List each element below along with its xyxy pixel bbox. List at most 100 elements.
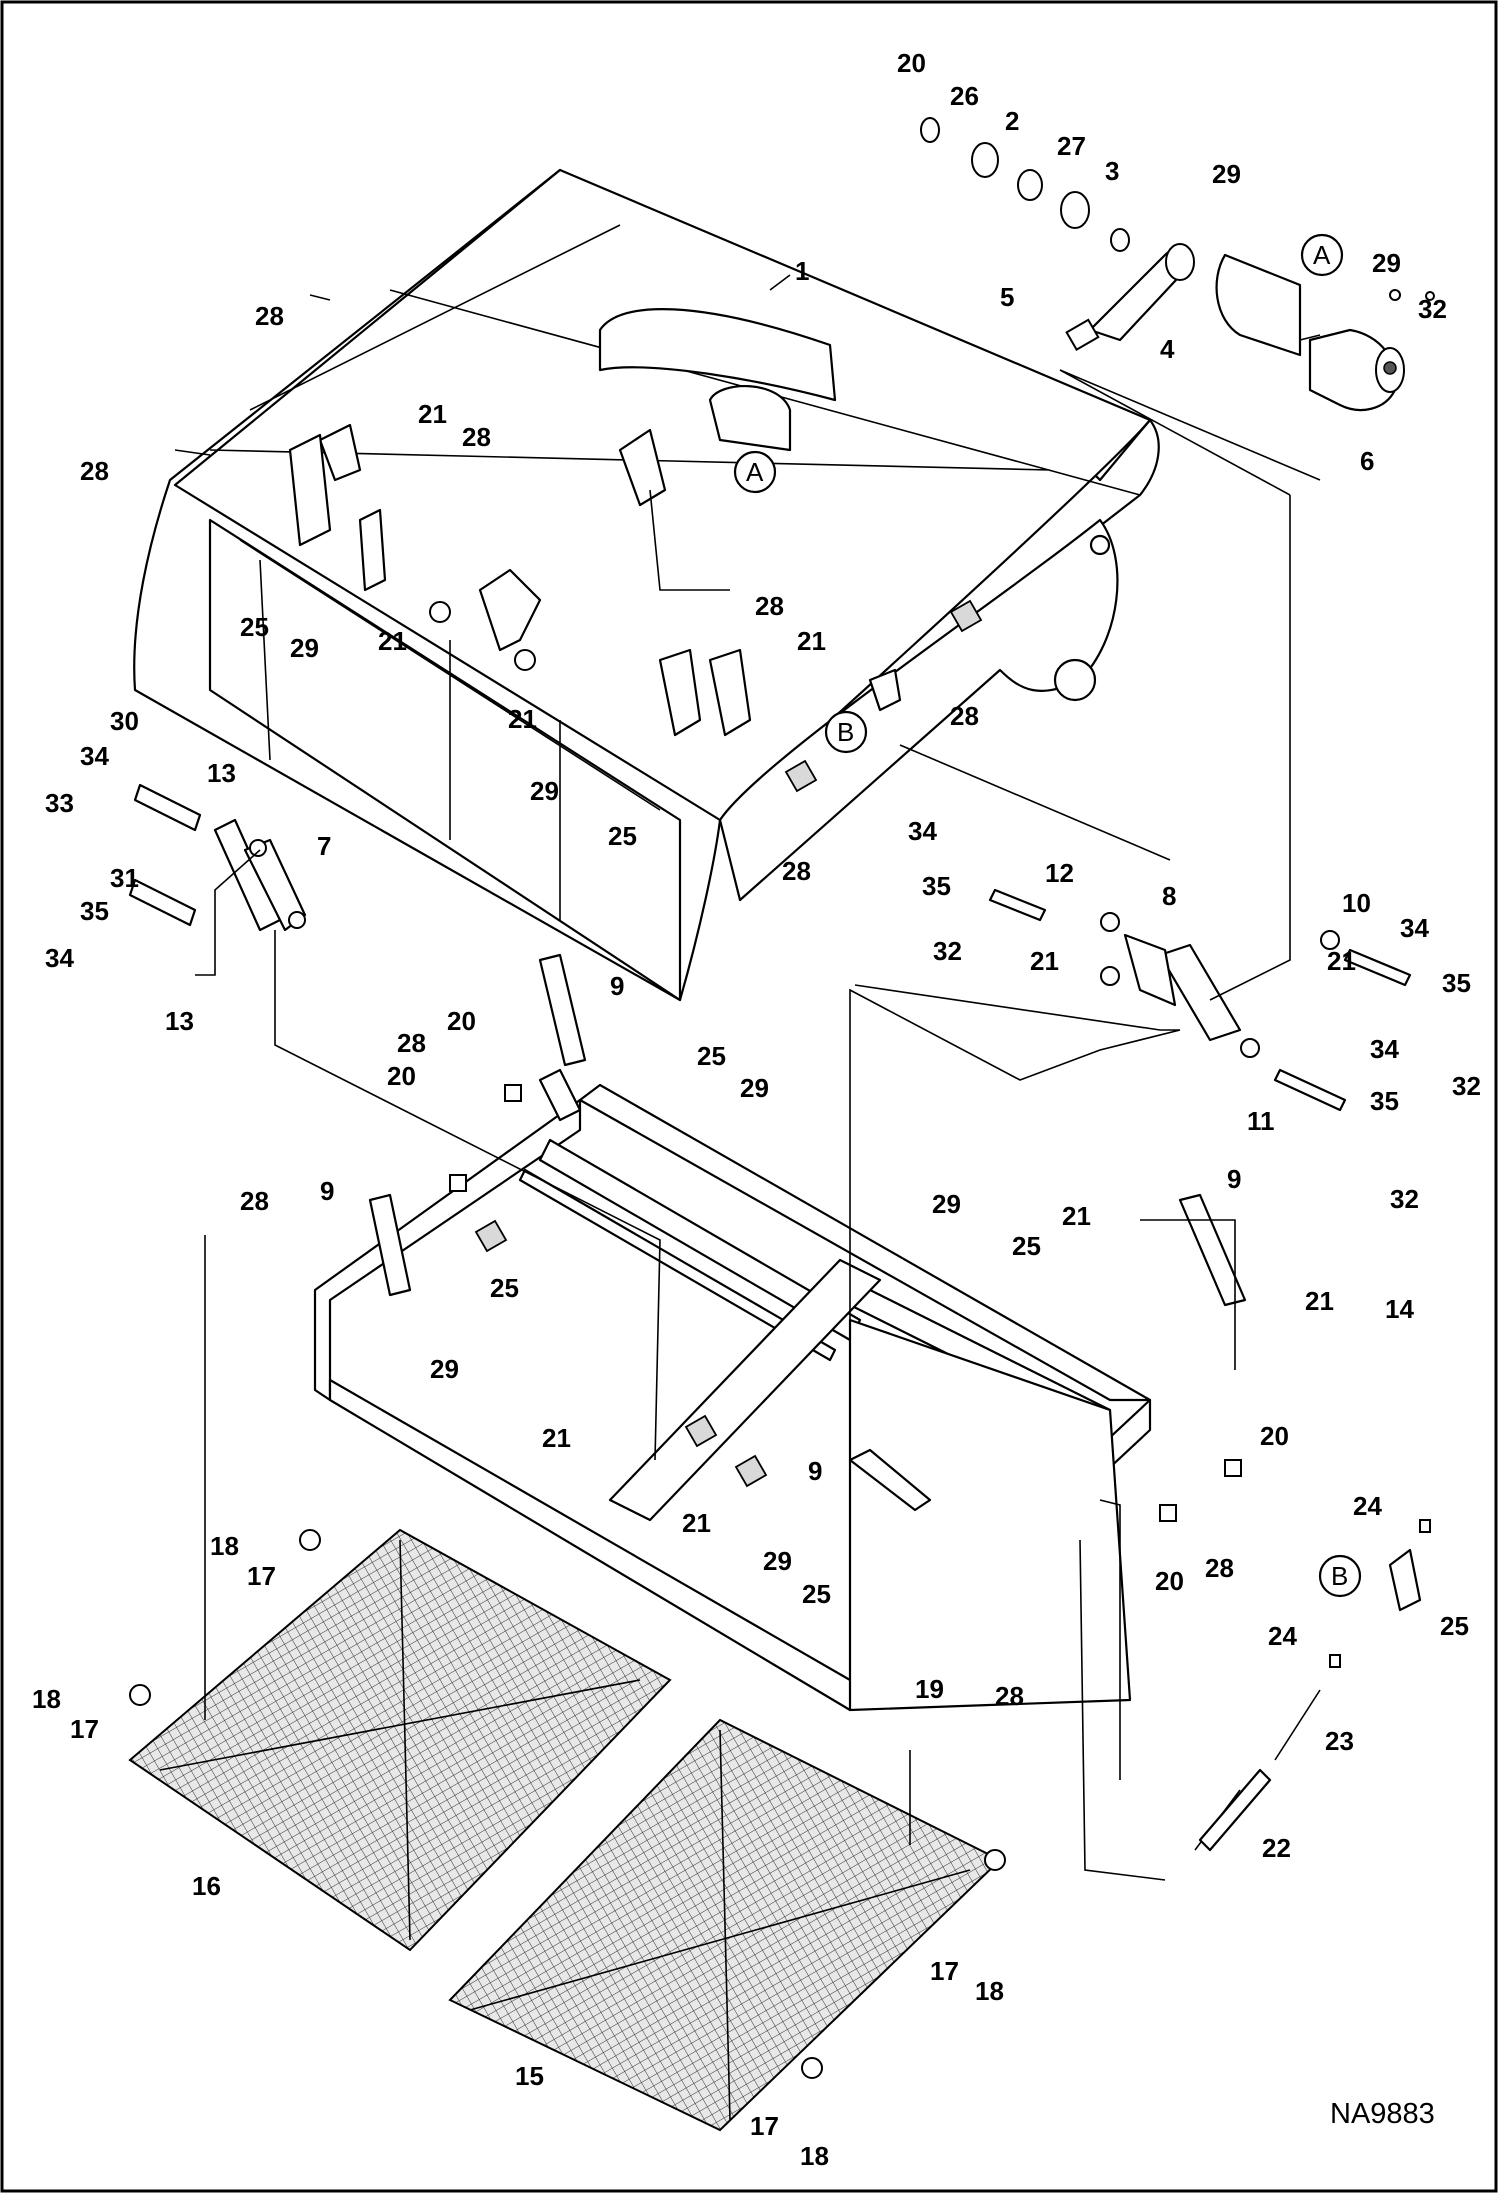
callout-label: 10 (1342, 888, 1371, 918)
callout-label: 3 (1105, 156, 1119, 186)
callout-label: 24 (1353, 1491, 1382, 1521)
callout-label: 21 (508, 704, 537, 734)
callout-label: 20 (1260, 1421, 1289, 1451)
callout-label: 9 (808, 1456, 822, 1486)
callout-label: 13 (165, 1006, 194, 1036)
callout-label: 32 (1452, 1071, 1481, 1101)
callout-label: 34 (1370, 1034, 1399, 1064)
callout-label: 26 (950, 81, 979, 111)
ref-letter-b: B (1331, 1561, 1348, 1591)
callout-label: 23 (1325, 1726, 1354, 1756)
callout-label: 28 (755, 591, 784, 621)
callout-label: 18 (210, 1531, 239, 1561)
ref-letter-a: A (746, 457, 764, 487)
callout-label: 29 (1212, 159, 1241, 189)
callout-label: 34 (1400, 913, 1429, 943)
callout-label: 28 (255, 301, 284, 331)
callout-label: 21 (378, 626, 407, 656)
callout-label: 14 (1385, 1294, 1414, 1324)
callout-label: 21 (542, 1423, 571, 1453)
callout-label: 13 (207, 758, 236, 788)
callout-label: 29 (430, 1354, 459, 1384)
callout-label: 21 (1305, 1286, 1334, 1316)
callout-label: 24 (1268, 1621, 1297, 1651)
callout-label: 28 (80, 456, 109, 486)
callout-label: 35 (80, 896, 109, 926)
callout-label: 22 (1262, 1833, 1291, 1863)
callout-label: 35 (1370, 1086, 1399, 1116)
callout-label: 9 (320, 1176, 334, 1206)
callout-label: 12 (1045, 858, 1074, 888)
callout-label: 31 (110, 863, 139, 893)
callout-label: 7 (317, 831, 331, 861)
callout-label: 18 (32, 1684, 61, 1714)
callout-label: 29 (530, 776, 559, 806)
reference-markers: A A B B (733, 233, 1362, 1598)
ref-letter-a: A (1313, 240, 1331, 270)
lower-frame (313, 953, 1247, 1712)
spring-assembly (1194, 1519, 1431, 1852)
callout-label: 21 (1327, 946, 1356, 976)
drive-assembly (920, 117, 1435, 412)
figure-id: NA9883 (1330, 2098, 1435, 2130)
callout-label: 35 (1442, 968, 1471, 998)
callout-label: 21 (1030, 946, 1059, 976)
callout-label: 17 (70, 1714, 99, 1744)
callout-label: 25 (1440, 1611, 1469, 1641)
callout-label: 27 (1057, 131, 1086, 161)
callout-label: 25 (240, 612, 269, 642)
callout-label: 25 (802, 1579, 831, 1609)
callout-label: 29 (290, 633, 319, 663)
callout-label: 25 (608, 821, 637, 851)
callout-label: 15 (515, 2061, 544, 2091)
callout-label: 1 (795, 256, 809, 286)
callout-label: 18 (975, 1976, 1004, 2006)
callout-label: 28 (995, 1681, 1024, 1711)
callout-label: 20 (387, 1061, 416, 1091)
callout-label: 25 (697, 1041, 726, 1071)
callout-label: 6 (1360, 446, 1374, 476)
callout-labels: 20 26 2 27 3 29 29 32 1 5 4 6 28 28 21 2… (32, 48, 1481, 2171)
callout-label: 28 (1205, 1553, 1234, 1583)
callout-label: 28 (240, 1186, 269, 1216)
leader-lines (174, 274, 1321, 1881)
callout-label: 17 (930, 1956, 959, 1986)
callout-label: 29 (740, 1073, 769, 1103)
callout-label: 20 (897, 48, 926, 78)
ref-letter-b: B (837, 717, 854, 747)
callout-label: 29 (932, 1189, 961, 1219)
callout-label: 2 (1005, 106, 1019, 136)
callout-label: 32 (1390, 1184, 1419, 1214)
callout-label: 34 (80, 741, 109, 771)
callout-label: 18 (800, 2141, 829, 2171)
screen-hardware (129, 1529, 1006, 2079)
callout-label: 21 (418, 399, 447, 429)
callout-label: 34 (908, 816, 937, 846)
callout-label: 29 (763, 1546, 792, 1576)
callout-label: 21 (797, 626, 826, 656)
callout-label: 9 (1227, 1164, 1241, 1194)
callout-label: 4 (1160, 334, 1175, 364)
callout-label: 16 (192, 1871, 221, 1901)
callout-label: 21 (1062, 1201, 1091, 1231)
callout-label: 17 (247, 1561, 276, 1591)
callout-label: 28 (462, 422, 491, 452)
callout-label: 9 (610, 971, 624, 1001)
callout-label: 20 (1155, 1566, 1184, 1596)
callout-label: 11 (1247, 1106, 1275, 1136)
callout-label: 19 (915, 1674, 944, 1704)
callout-label: 28 (782, 856, 811, 886)
callout-label: 8 (1162, 881, 1176, 911)
link-assembly (128, 783, 1412, 1112)
callout-label: 17 (750, 2111, 779, 2141)
callout-label: 32 (933, 936, 962, 966)
callout-label: 25 (490, 1273, 519, 1303)
callout-label: 25 (1012, 1231, 1041, 1261)
callout-label: 5 (1000, 282, 1014, 312)
callout-label: 30 (110, 706, 139, 736)
callout-label: 28 (397, 1028, 426, 1058)
upper-housing (133, 168, 1160, 1002)
callout-label: 21 (682, 1508, 711, 1538)
